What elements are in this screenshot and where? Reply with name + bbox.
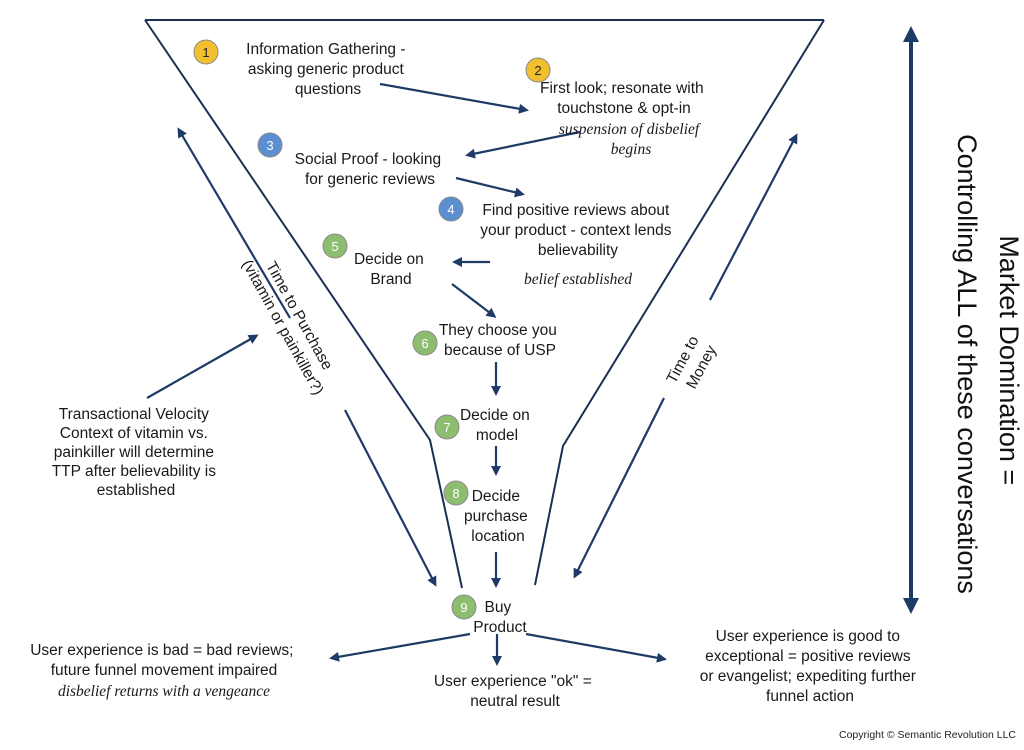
arrow-step2-to-step3 [465,130,581,159]
bad-outcome-label: User experience is bad = bad reviews; fu… [30,642,298,679]
step-badge-9: 9 [451,594,477,620]
arrow-time-to-purchase-down [344,409,437,587]
step-number: 7 [443,420,450,435]
arrow-time-to-money-down [573,397,665,579]
step-number: 9 [460,600,467,615]
arrow-to-bad-outcome [329,632,471,662]
arrow-velocity-to-time-to-purchase [146,334,259,399]
step-1-label: Information Gathering - asking generic p… [246,41,410,98]
step-9-label: Buy Product [473,599,527,636]
step-5-label: Decide on Brand [354,251,428,288]
step-badge-1: 1 [193,39,219,65]
step-number: 1 [202,45,209,60]
arrow-time-to-money-up [709,133,798,301]
arrow-time-to-purchase-up [177,127,291,319]
arrow-step1-to-step2 [379,82,529,114]
step-number: 6 [421,336,428,351]
step-badge-6: 6 [412,330,438,356]
step-badge-3: 3 [257,132,283,158]
step-badge-7: 7 [434,414,460,440]
step-number: 8 [452,486,459,501]
funnel-outline-right [534,19,825,586]
copyright-notice: Copyright © Semantic Revolution LLC [839,729,1016,741]
transactional-velocity-note: Transactional Velocity Context of vitami… [52,406,221,499]
time-to-money-label: Time to Money [664,329,723,395]
funnel-outline-left [144,19,463,589]
step-number: 5 [331,239,338,254]
step-badge-4: 4 [438,196,464,222]
bad-outcome-note: disbelief returns with a vengeance [58,683,270,700]
ok-outcome-label: User experience "ok" = neutral result [434,673,596,710]
step-8-label: Decide purchase location [464,488,532,545]
step-2-label: First look; resonate with touchstone & o… [540,80,708,117]
arrow-step3-to-step4 [455,176,525,198]
market-domination-label: Market Domination = Controlling ALL of t… [952,134,1024,594]
step-number: 3 [266,138,273,153]
arrow-step5-to-step6 [451,283,497,318]
step-badge-8: 8 [443,480,469,506]
step-badge-5: 5 [322,233,348,259]
step-badge-2: 2 [525,57,551,83]
time-to-purchase-label: Time to Purchase (vitamin or painkiller?… [238,247,344,398]
step-3-label: Social Proof - looking for generic revie… [295,151,446,188]
step-number: 2 [534,63,541,78]
arrow-to-good-outcome [525,632,667,663]
step-6-label: They choose you because of USP [439,322,561,359]
step-4-label: Find positive reviews about your product… [480,202,676,259]
step-4-note: belief established [524,271,632,288]
good-outcome-label: User experience is good to exceptional =… [700,628,921,705]
step-2-note: suspension of disbelief begins [559,121,703,158]
step-number: 4 [447,202,454,217]
step-7-label: Decide on model [460,407,534,444]
